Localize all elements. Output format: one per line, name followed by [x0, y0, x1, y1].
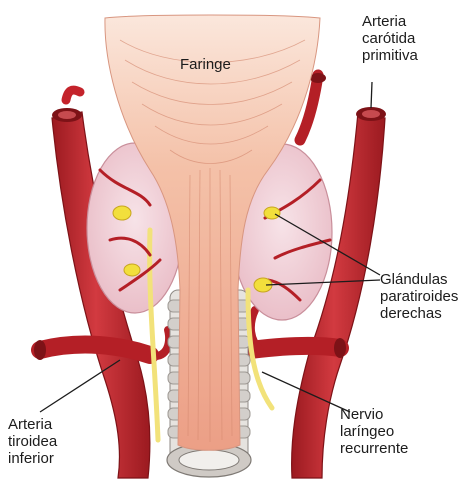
label-recurrent-laryngeal-nerve: Nervio laríngeo recurrente [340, 406, 408, 457]
label-pharynx: Faringe [180, 56, 231, 73]
label-inferior-thyroid-artery: Arteria tiroidea inferior [8, 416, 57, 467]
label-parathyroid-glands: Glándulas paratiroides derechas [380, 271, 458, 322]
carotid-leader [371, 82, 372, 108]
label-carotid-artery: Arteria carótida primitiva [362, 13, 418, 64]
